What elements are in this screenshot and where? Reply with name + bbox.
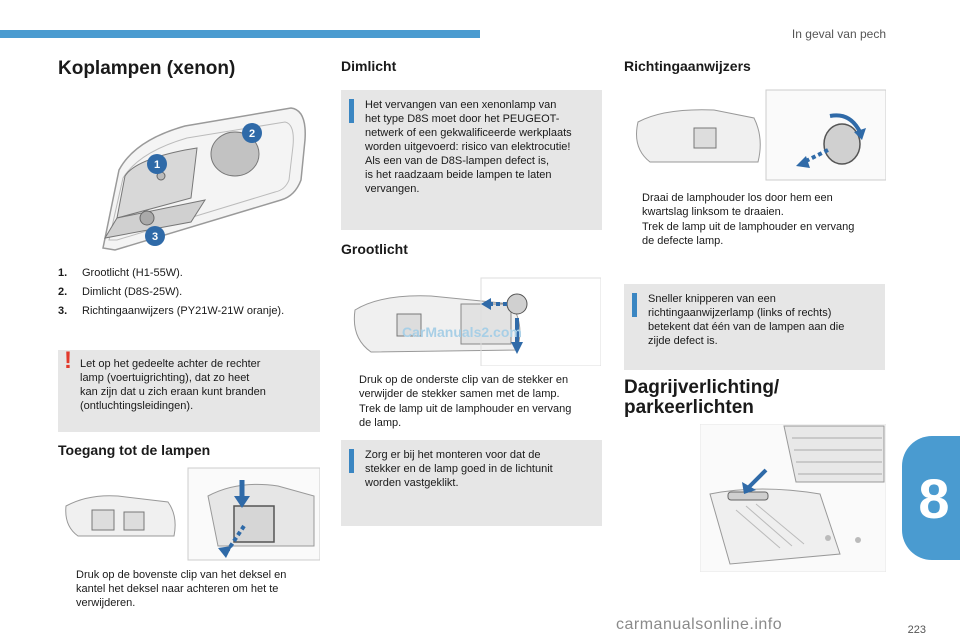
high-beam-title: Grootlicht bbox=[341, 241, 408, 257]
list-item: 2.Dimlicht (D8S-25W). bbox=[58, 286, 183, 298]
info-icon bbox=[632, 293, 637, 317]
list-item: 3.Richtingaanwijzers (PY21W-21W oranje). bbox=[58, 305, 285, 317]
list-item: Druk op de onderste clip van de stekker … bbox=[341, 373, 603, 401]
chapter-number: 8 bbox=[918, 466, 950, 530]
section-title: In geval van pech bbox=[791, 27, 886, 41]
bullet-icon bbox=[341, 373, 359, 401]
access-steps: Druk op de bovenste clip van het deksel … bbox=[58, 568, 320, 611]
warning-icon: ! bbox=[64, 347, 72, 374]
callout-2-label: 2 bbox=[249, 128, 255, 140]
bullet-icon bbox=[624, 220, 642, 248]
page-number: 223 bbox=[907, 624, 926, 636]
list-item: Trek de lamp uit de lamphouder en vervan… bbox=[624, 220, 886, 248]
dim-title: Dimlicht bbox=[341, 58, 397, 74]
access-title: Toegang tot de lampen bbox=[58, 442, 211, 458]
header-bar bbox=[0, 30, 480, 38]
page-title: Koplampen (xenon) bbox=[58, 58, 236, 79]
list-item: 1.Grootlicht (H1-55W). bbox=[58, 267, 183, 279]
high-beam-diagram bbox=[353, 277, 601, 366]
bullet-icon bbox=[624, 191, 642, 219]
info-icon bbox=[349, 449, 354, 473]
watermark: CarManuals2.com bbox=[402, 324, 522, 340]
drl-title: Dagrijverlichting/ parkeerlichten bbox=[624, 377, 780, 418]
callout-1-label: 1 bbox=[154, 159, 160, 171]
list-item: Draai de lamphouder los door hem een kwa… bbox=[624, 191, 886, 219]
access-diagram bbox=[65, 467, 320, 561]
bulb-list: 1.Grootlicht (H1-55W). 2.Dimlicht (D8S-2… bbox=[58, 266, 320, 323]
list-item: Trek de lamp uit de lamphouder en vervan… bbox=[341, 402, 603, 430]
mount-info-box: Zorg er bij het monteren voor dat de ste… bbox=[341, 440, 602, 526]
bullet-icon bbox=[341, 402, 359, 430]
chapter-tab: 8 bbox=[902, 436, 960, 560]
drl-diagram bbox=[700, 424, 886, 572]
bullet-icon bbox=[58, 568, 76, 610]
high-beam-steps: Druk op de onderste clip van de stekker … bbox=[341, 373, 603, 431]
callout-1 bbox=[147, 154, 167, 174]
callout-3 bbox=[145, 226, 165, 246]
indicator-steps: Draai de lamphouder los door hem een kwa… bbox=[624, 191, 886, 249]
indicator-diagram bbox=[636, 89, 886, 181]
callout-3-label: 3 bbox=[152, 231, 158, 243]
callout-2 bbox=[242, 123, 262, 143]
footer-watermark: carmanualsonline.info bbox=[616, 616, 783, 633]
warning-box: ! Let op het gedeelte achter de rechter … bbox=[58, 347, 320, 432]
info-icon bbox=[349, 99, 354, 123]
list-item: Druk op de bovenste clip van het deksel … bbox=[58, 568, 320, 610]
dim-info-box: Het vervangen van een xenonlamp van het … bbox=[341, 90, 602, 230]
headlamp-diagram: 1 2 3 bbox=[102, 107, 306, 251]
indicator-title: Richtingaanwijzers bbox=[624, 58, 751, 74]
indicator-info-box: Sneller knipperen van een richtingaanwij… bbox=[624, 284, 885, 370]
